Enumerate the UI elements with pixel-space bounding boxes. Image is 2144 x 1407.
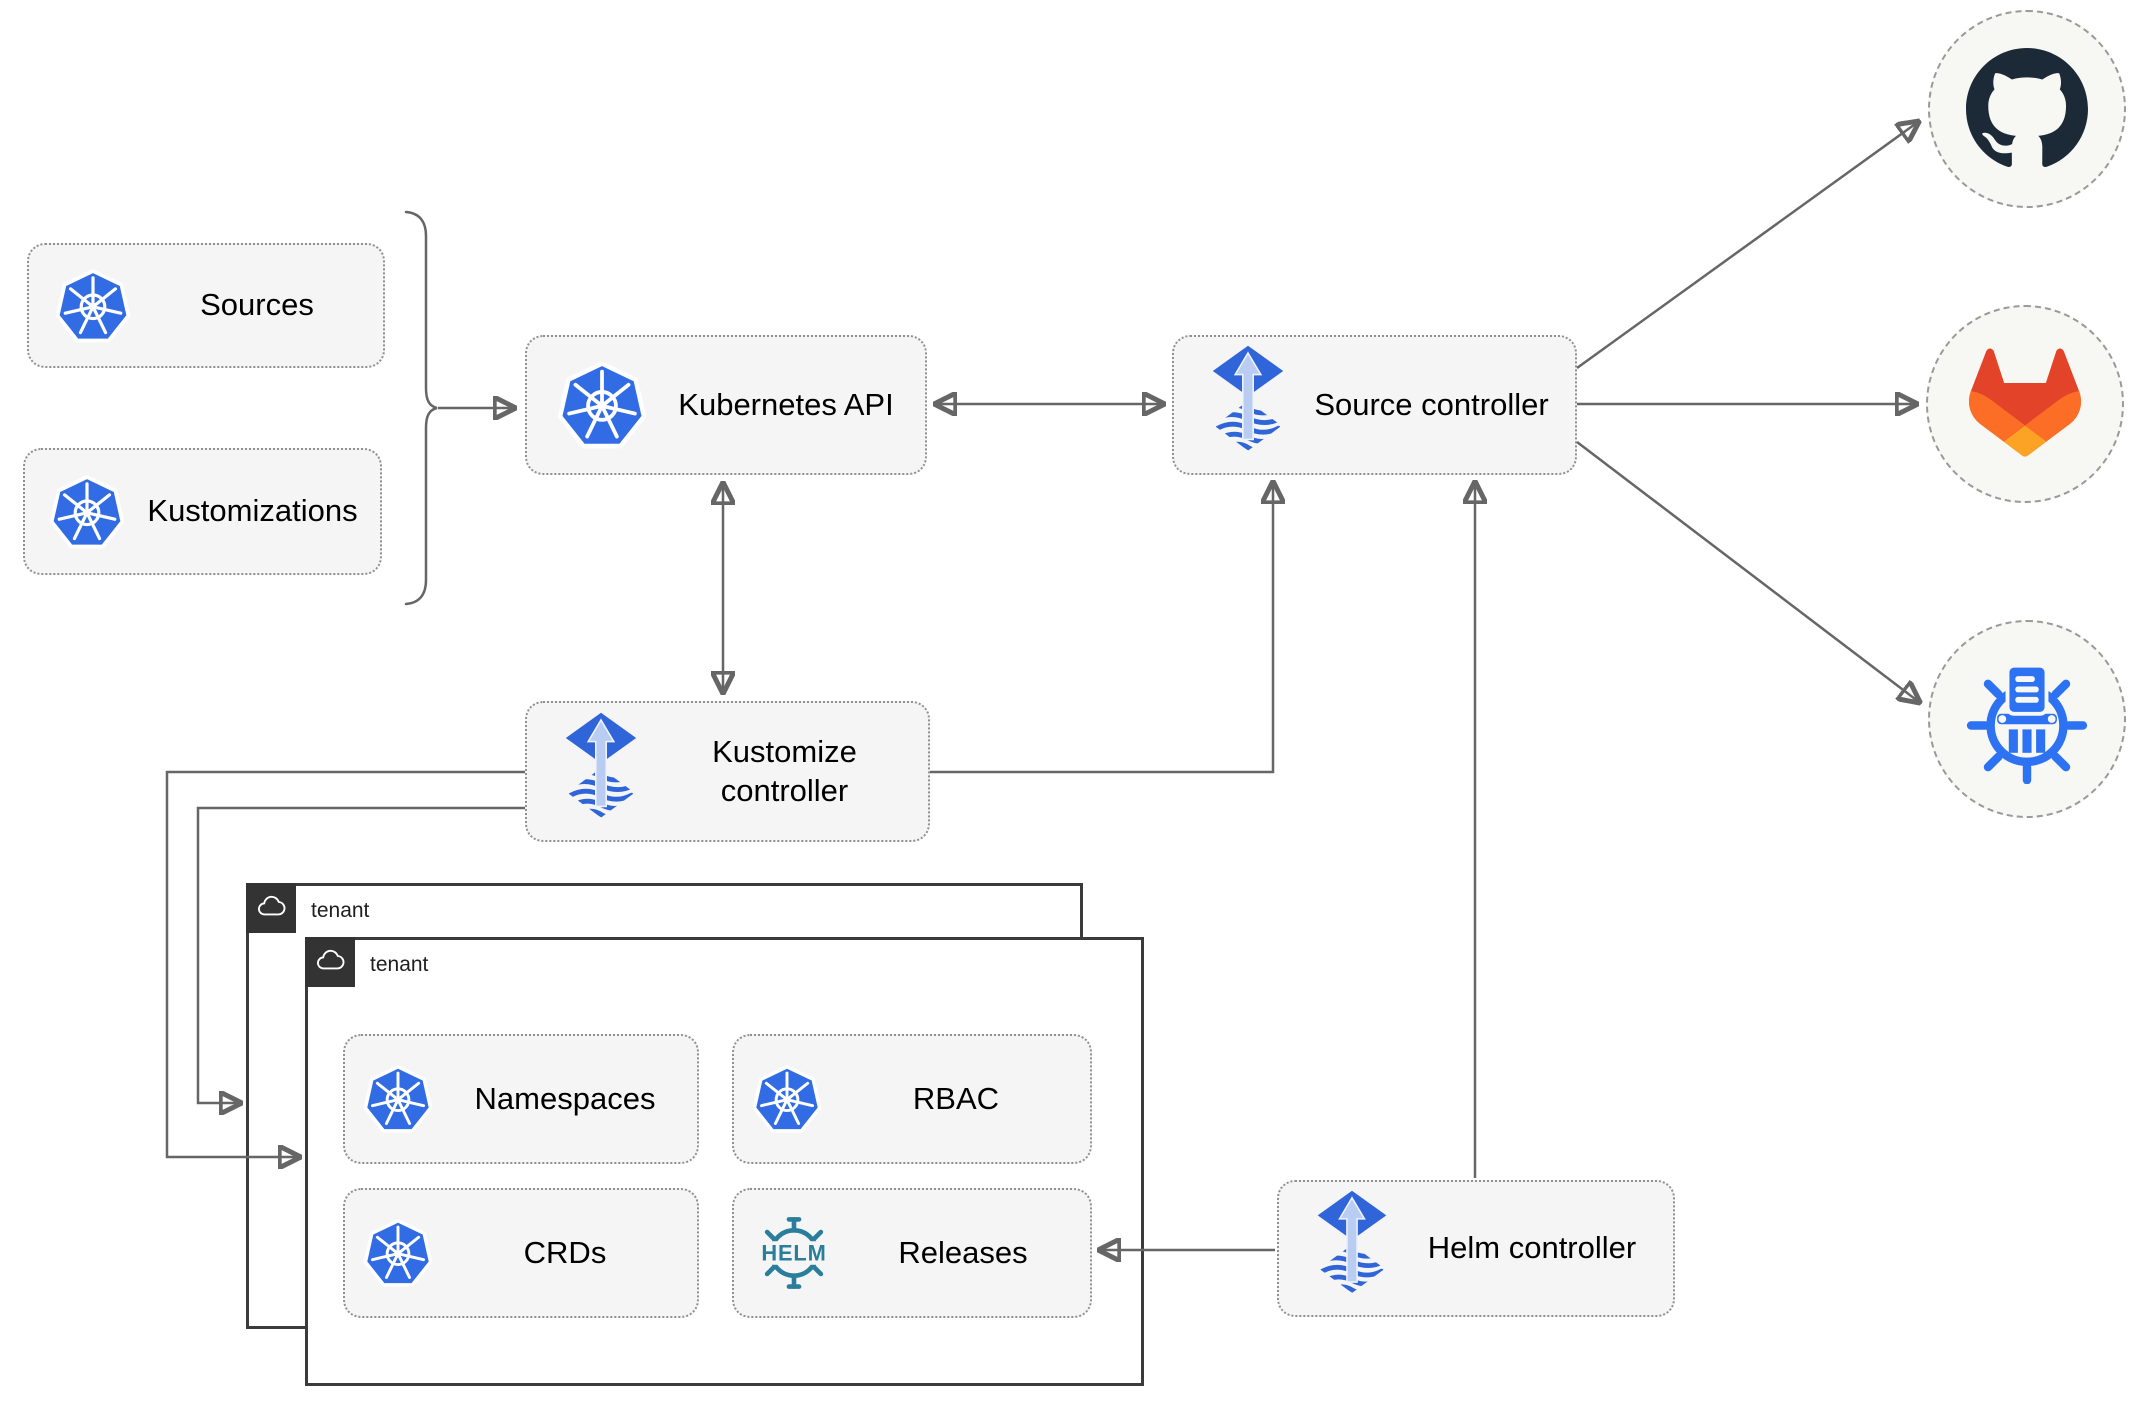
edge-source-controller-to-github (1576, 122, 1918, 370)
edge-kustomize-controller-to-source-controller (930, 483, 1273, 774)
node-label: Namespaces (474, 1080, 656, 1116)
node-crds: CRDs (343, 1188, 699, 1318)
kubernetes-icon (557, 360, 647, 450)
flux-icon (1313, 1190, 1391, 1307)
kubernetes-icon (363, 1064, 433, 1134)
kubernetes-icon (55, 268, 131, 344)
node-sources: Sources (27, 243, 385, 368)
cloud-icon (255, 892, 287, 924)
node-label: CRDs (523, 1234, 607, 1270)
flux-icon (1208, 345, 1288, 465)
endpoint-gitlab (1926, 305, 2124, 503)
node-label: Kustomizations (147, 493, 358, 529)
helm-wordmark: HELM (761, 1241, 826, 1266)
tenant-badge (305, 937, 355, 987)
tenant-badge (246, 883, 296, 933)
node-label: Sources (200, 287, 314, 323)
node-kustomizations: Kustomizations (23, 448, 382, 575)
node-releases: HELM Releases (732, 1188, 1092, 1318)
flux-icon (561, 712, 641, 832)
node-label: Releases (898, 1234, 1028, 1270)
node-helm-controller: Helm controller (1277, 1180, 1675, 1317)
node-label: Helm controller (1427, 1230, 1637, 1266)
kubernetes-icon (752, 1064, 822, 1134)
node-label: RBAC (912, 1080, 1000, 1116)
tenant-label: tenant (311, 899, 370, 922)
node-label: Source controller (1314, 386, 1549, 422)
endpoint-github (1928, 10, 2126, 208)
node-namespaces: Namespaces (343, 1034, 699, 1164)
cloud-icon (314, 946, 346, 978)
brace-crds-group (404, 210, 438, 606)
gitlab-icon (1955, 341, 2095, 467)
edge-source-controller-to-chart-repository (1576, 441, 1919, 702)
endpoint-chart-repository (1928, 620, 2126, 818)
tenant-label: tenant (370, 953, 429, 976)
chartmuseum-icon (1962, 654, 2092, 784)
node-kustomize-controller: Kustomize controller (525, 701, 930, 842)
node-kubernetes-api: Kubernetes API (525, 335, 927, 475)
node-label: Kubernetes API (678, 386, 894, 422)
github-icon (1966, 48, 2088, 170)
kubernetes-icon (363, 1218, 433, 1288)
kubernetes-icon (49, 474, 125, 550)
node-rbac: RBAC (732, 1034, 1092, 1164)
helm-logo-icon: HELM (752, 1211, 836, 1295)
node-label: Kustomize controller (712, 733, 857, 808)
node-source-controller: Source controller (1172, 335, 1577, 475)
